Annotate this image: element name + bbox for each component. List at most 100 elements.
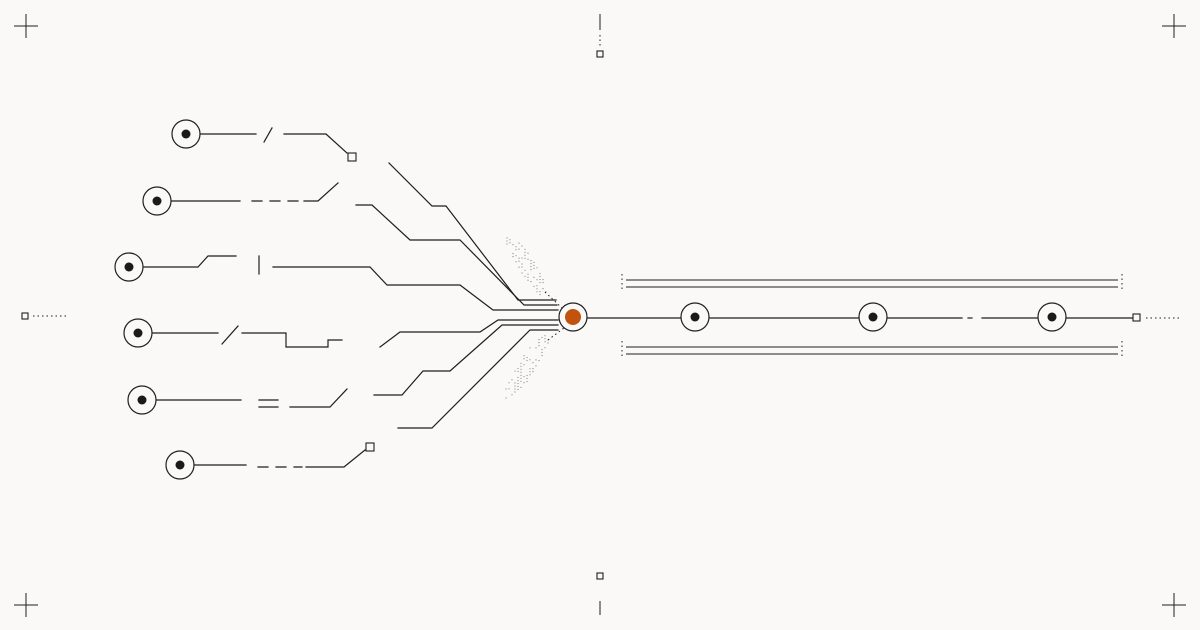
- branch-5: [155, 324, 559, 408]
- halftone-dot: [524, 254, 526, 256]
- halftone-dot: [536, 279, 538, 281]
- halftone-dot: [529, 359, 531, 361]
- input-node-2: [142, 186, 172, 216]
- halftone-dot: [521, 266, 523, 268]
- branch-6-terminal: [365, 442, 375, 452]
- halftone-dot: [521, 272, 523, 274]
- halftone-dot: [535, 365, 537, 367]
- halftone-dot: [524, 269, 526, 271]
- halftone-dot: [524, 251, 526, 253]
- output-node-3: [1037, 302, 1067, 332]
- halftone-dot: [521, 245, 523, 247]
- halftone-dot: [523, 355, 525, 357]
- halftone-dot: [530, 263, 532, 265]
- halftone-dot: [523, 376, 525, 378]
- halftone-dot: [533, 276, 535, 278]
- halftone-dot: [544, 335, 546, 337]
- halftone-dot: [547, 342, 549, 344]
- corner-mark-bottom-left: [14, 593, 38, 617]
- halftone-dot: [514, 385, 516, 387]
- halftone-dot: [535, 347, 537, 349]
- halftone-dot: [517, 376, 519, 379]
- corner-mark-top-left: [14, 14, 38, 38]
- hub-node: [558, 302, 588, 332]
- halftone-dot: [527, 276, 529, 278]
- halftone-dot: [530, 266, 532, 268]
- halftone-dot: [517, 367, 519, 370]
- input-node-3: [114, 252, 144, 282]
- halftone-dot: [526, 374, 528, 377]
- halftone-dot: [542, 282, 544, 284]
- halftone-dot: [515, 255, 517, 257]
- halftone-dot: [514, 370, 516, 372]
- edge-mark-top-square: [596, 50, 604, 58]
- halftone-dot: [529, 374, 531, 376]
- input-node-5-dot: [137, 395, 147, 405]
- halftone-dot: [506, 237, 508, 239]
- branch-1: [199, 127, 557, 301]
- output-node-1-dot: [690, 312, 700, 322]
- halftone-dot: [536, 267, 538, 269]
- input-node-6: [165, 450, 195, 480]
- halftone-dot: [526, 356, 528, 359]
- halftone-dot: [527, 273, 529, 275]
- halftone-dot: [508, 382, 510, 384]
- output-node-1: [680, 302, 710, 332]
- halftone-dot: [524, 275, 526, 277]
- branch-6: [193, 329, 559, 468]
- halftone-dot: [533, 261, 535, 263]
- halftone-dot: [539, 278, 541, 281]
- halftone-dot: [506, 240, 508, 242]
- halftone-dot: [509, 239, 511, 241]
- halftone-dot: [535, 359, 537, 361]
- halftone-dot: [518, 257, 520, 259]
- halftone-dot: [511, 394, 513, 396]
- halftone-dot: [517, 385, 519, 388]
- branch-1-terminal: [347, 152, 357, 162]
- halftone-dot: [544, 341, 546, 343]
- edge-mark-left-square: [21, 312, 29, 320]
- halftone-field-upper: [506, 237, 547, 296]
- halftone-dot: [538, 339, 540, 341]
- input-node-4: [123, 318, 153, 348]
- halftone-dot: [517, 382, 519, 385]
- input-node-3-dot: [124, 262, 134, 272]
- halftone-dot: [532, 368, 534, 370]
- halftone-dot: [536, 288, 538, 290]
- halftone-dot: [526, 359, 528, 362]
- halftone-dot: [533, 285, 535, 287]
- halftone-dot: [517, 379, 519, 382]
- edge-mark-bottom-square: [596, 572, 604, 580]
- output-node-3-dot: [1047, 312, 1057, 322]
- corner-mark-top-right: [1162, 14, 1186, 38]
- halftone-dot: [544, 347, 546, 349]
- halftone-dot: [518, 242, 520, 244]
- halftone-dot: [508, 388, 510, 390]
- input-node-4-dot: [133, 328, 143, 338]
- input-node-2-dot: [152, 196, 162, 206]
- halftone-dot: [520, 374, 522, 376]
- halftone-dot: [538, 342, 540, 344]
- halftone-dot: [542, 288, 544, 290]
- halftone-dot: [521, 263, 523, 265]
- halftone-dot: [520, 386, 522, 388]
- halftone-dot: [514, 388, 516, 390]
- halftone-dot: [515, 246, 517, 248]
- halftone-dot: [542, 279, 544, 281]
- halftone-dot: [527, 252, 529, 254]
- halftone-dot: [512, 244, 514, 246]
- halftone-dot: [539, 290, 541, 293]
- halftone-dot: [529, 368, 531, 370]
- halftone-dot: [512, 256, 514, 258]
- halftone-dot: [530, 281, 532, 283]
- halftone-dot: [521, 257, 523, 259]
- halftone-dot: [536, 291, 538, 293]
- halftone-dot: [529, 371, 531, 373]
- halftone-dot: [530, 269, 532, 271]
- halftone-dot: [524, 257, 526, 259]
- halftone-dot: [538, 345, 540, 347]
- hub-node-accent-dot: [565, 309, 581, 325]
- halftone-dot: [539, 272, 541, 275]
- bus-end-terminal: [1132, 313, 1141, 322]
